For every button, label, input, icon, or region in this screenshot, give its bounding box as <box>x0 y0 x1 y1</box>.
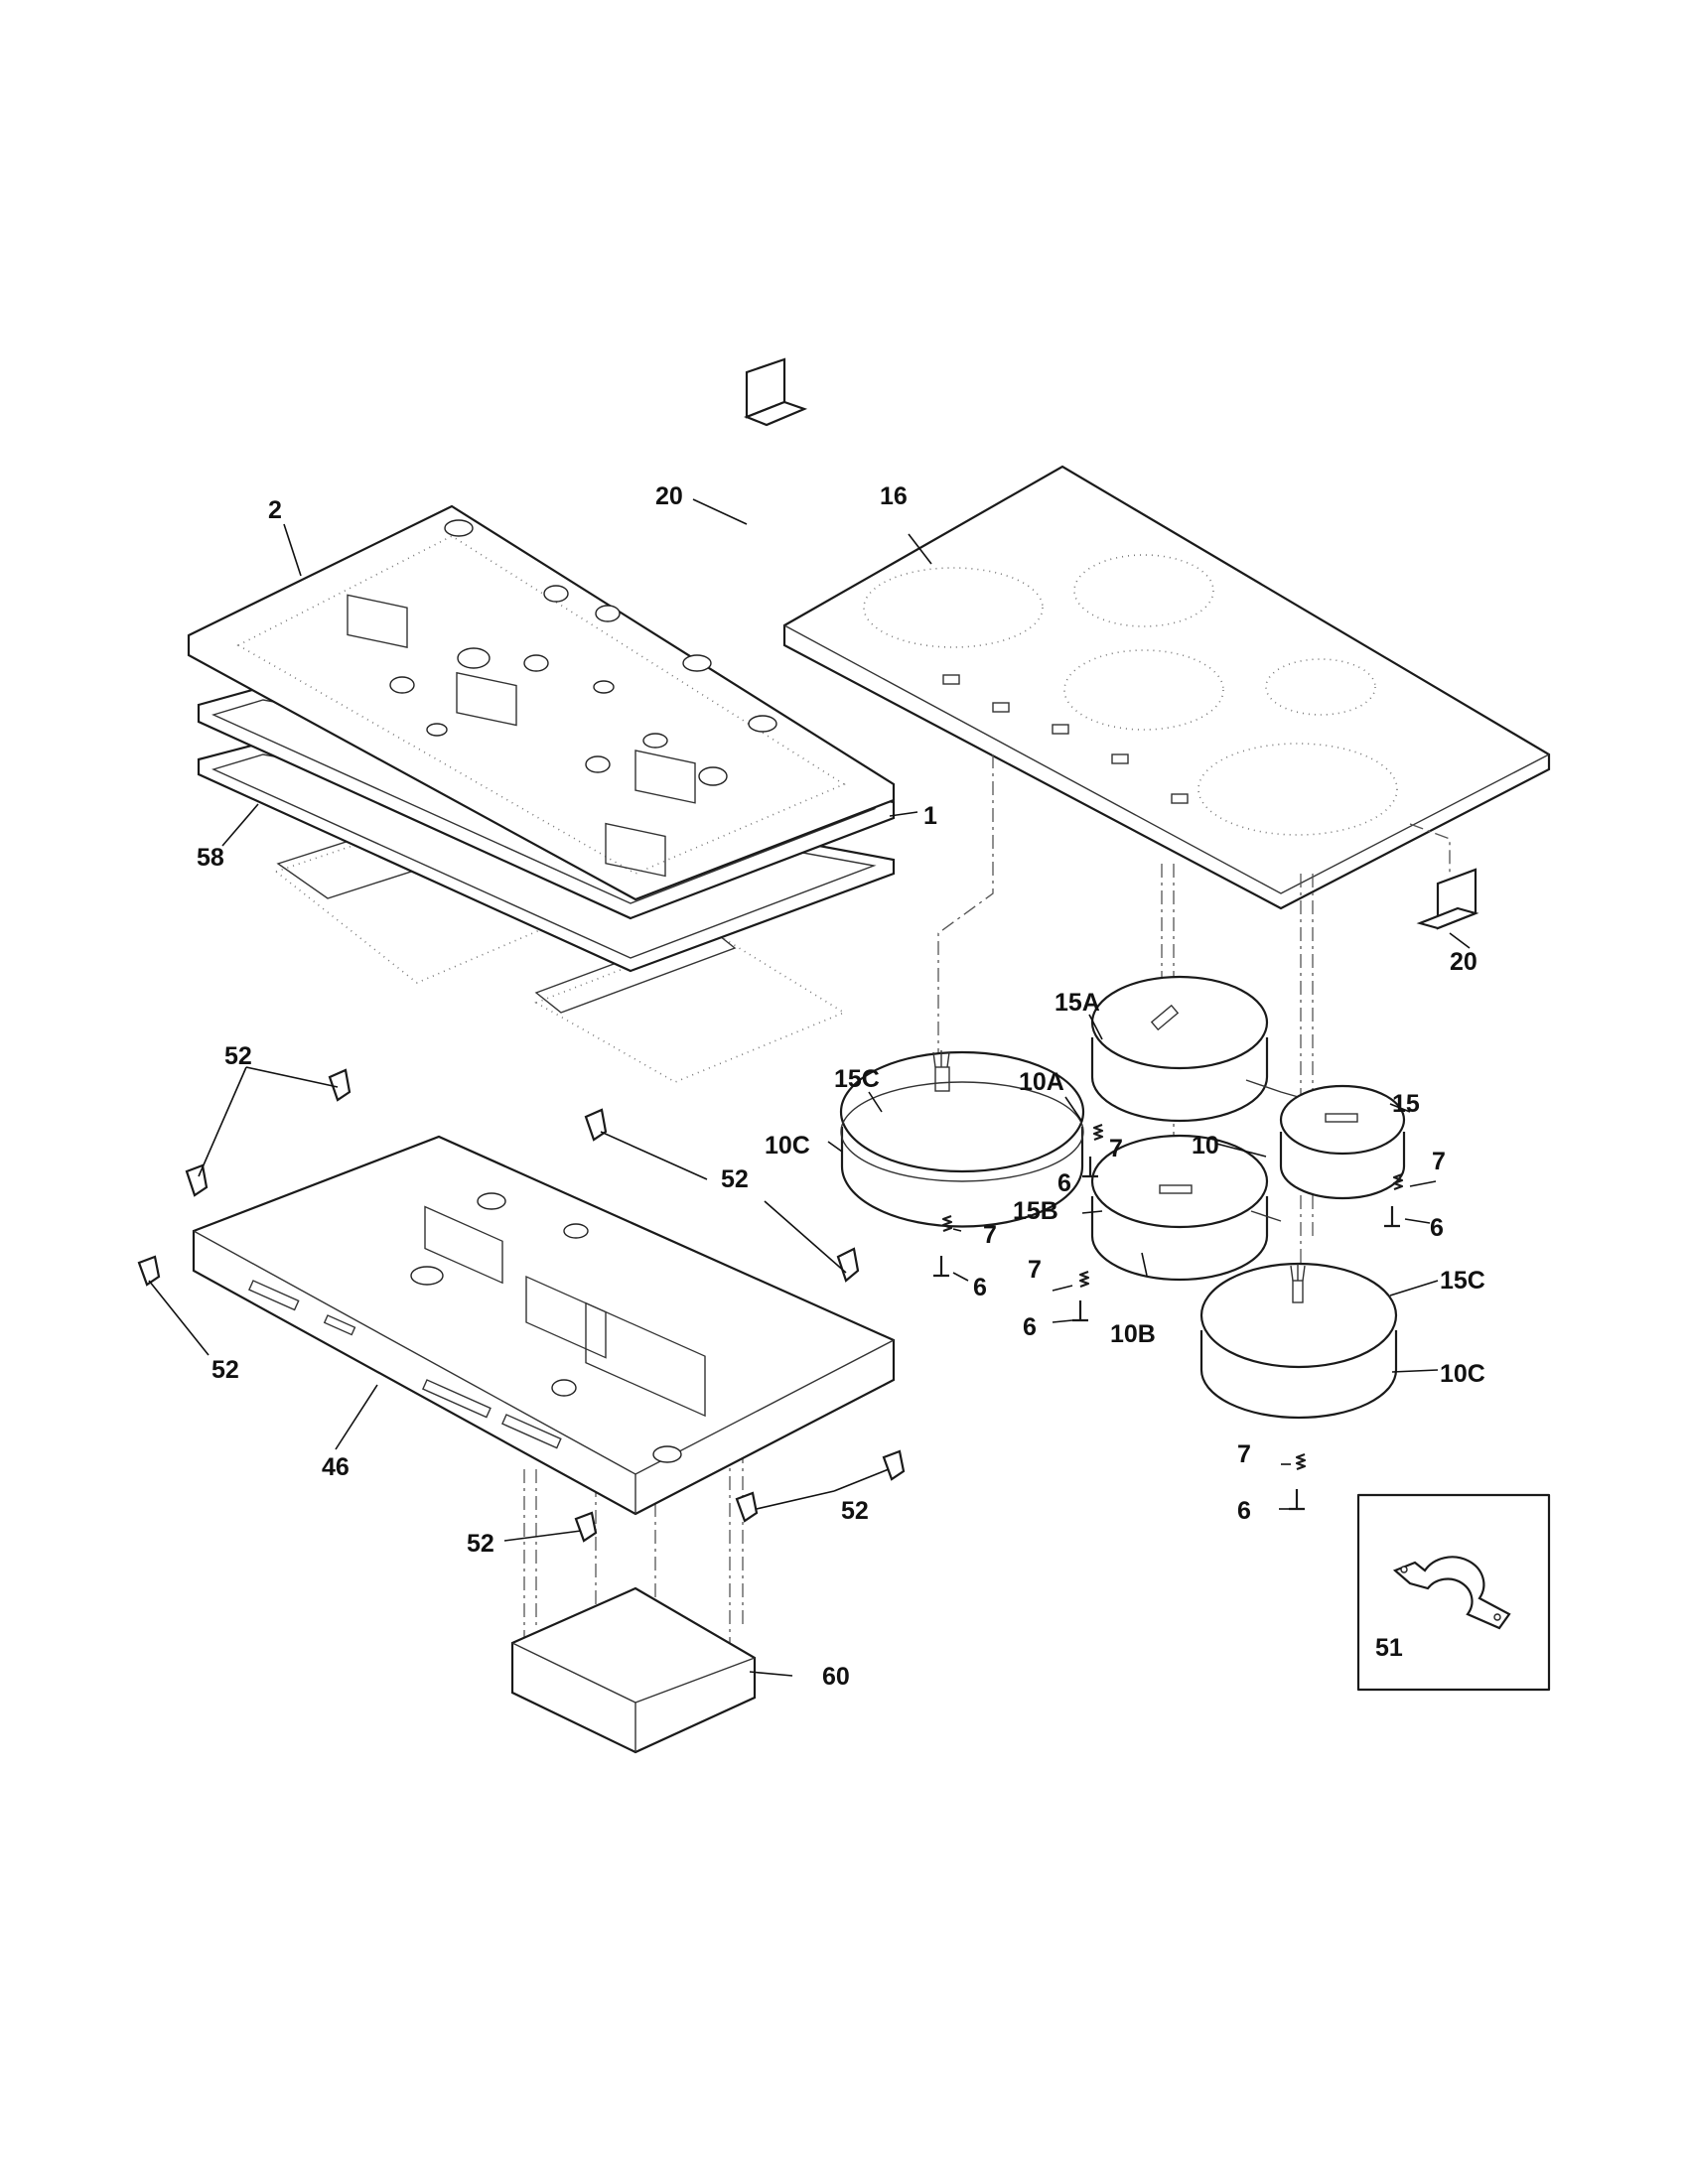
callout-10b: 10B <box>1110 1320 1156 1348</box>
callout-10a: 10A <box>1019 1068 1064 1096</box>
callout-7a: 7 <box>1109 1135 1123 1162</box>
panel-stack <box>187 504 896 973</box>
callout-6a: 6 <box>1057 1169 1071 1197</box>
top-plate-holes <box>389 519 777 786</box>
side-slots <box>248 1280 562 1449</box>
callout-52-l: 52 <box>211 1356 239 1384</box>
callout-58: 58 <box>197 844 224 872</box>
element-15a <box>1090 975 1317 1123</box>
callout-10c-right: 10C <box>1440 1360 1485 1388</box>
callout-labels: 2 20 16 1 58 20 15A 10A 15C 10C 15 10 7 … <box>197 482 1485 1691</box>
clamp-inset-box <box>1356 1493 1551 1692</box>
callout-6b: 6 <box>1430 1214 1444 1242</box>
callout-15a: 15A <box>1055 989 1100 1017</box>
callout-15b: 15B <box>1013 1197 1058 1225</box>
touch-controls <box>942 674 1189 804</box>
callout-52-br: 52 <box>841 1497 869 1525</box>
element-15c-left <box>839 1050 1085 1228</box>
callout-51: 51 <box>1375 1634 1403 1662</box>
base-pan <box>192 1135 896 1516</box>
callout-52-tl: 52 <box>224 1042 252 1070</box>
callout-15: 15 <box>1392 1090 1420 1118</box>
callout-20-right: 20 <box>1450 948 1477 976</box>
bottom-tray <box>510 1586 757 1754</box>
bracket-20-right <box>1416 868 1479 930</box>
callout-6d: 6 <box>1023 1313 1037 1341</box>
callout-7d: 7 <box>1028 1256 1042 1284</box>
callout-10c-left: 10C <box>765 1132 810 1160</box>
callout-2: 2 <box>268 496 282 524</box>
callout-20-top: 20 <box>655 482 683 510</box>
callout-52-bl: 52 <box>467 1530 494 1558</box>
bracket-20-top <box>744 357 808 427</box>
leader-lines <box>148 498 1471 1677</box>
callout-52-tr: 52 <box>721 1165 749 1193</box>
element-15c-right <box>1199 1262 1398 1420</box>
callout-60: 60 <box>822 1663 850 1691</box>
callout-1: 1 <box>923 802 937 830</box>
element-15b <box>1090 1134 1282 1282</box>
callout-7b: 7 <box>1432 1148 1446 1175</box>
callout-16: 16 <box>880 482 908 510</box>
glass-cooktop <box>782 465 1551 910</box>
callout-6e: 6 <box>1237 1497 1251 1525</box>
callout-10: 10 <box>1192 1132 1219 1160</box>
springs-and-pins <box>933 1123 1404 1511</box>
callout-15c-right: 15C <box>1440 1267 1485 1295</box>
clips-52 <box>137 1068 906 1543</box>
callout-46: 46 <box>322 1453 350 1481</box>
callout-7c: 7 <box>983 1221 997 1249</box>
callout-7e: 7 <box>1237 1440 1251 1468</box>
callout-15c-left: 15C <box>834 1065 880 1093</box>
callout-6c: 6 <box>973 1274 987 1301</box>
element-15 <box>1279 1084 1406 1200</box>
